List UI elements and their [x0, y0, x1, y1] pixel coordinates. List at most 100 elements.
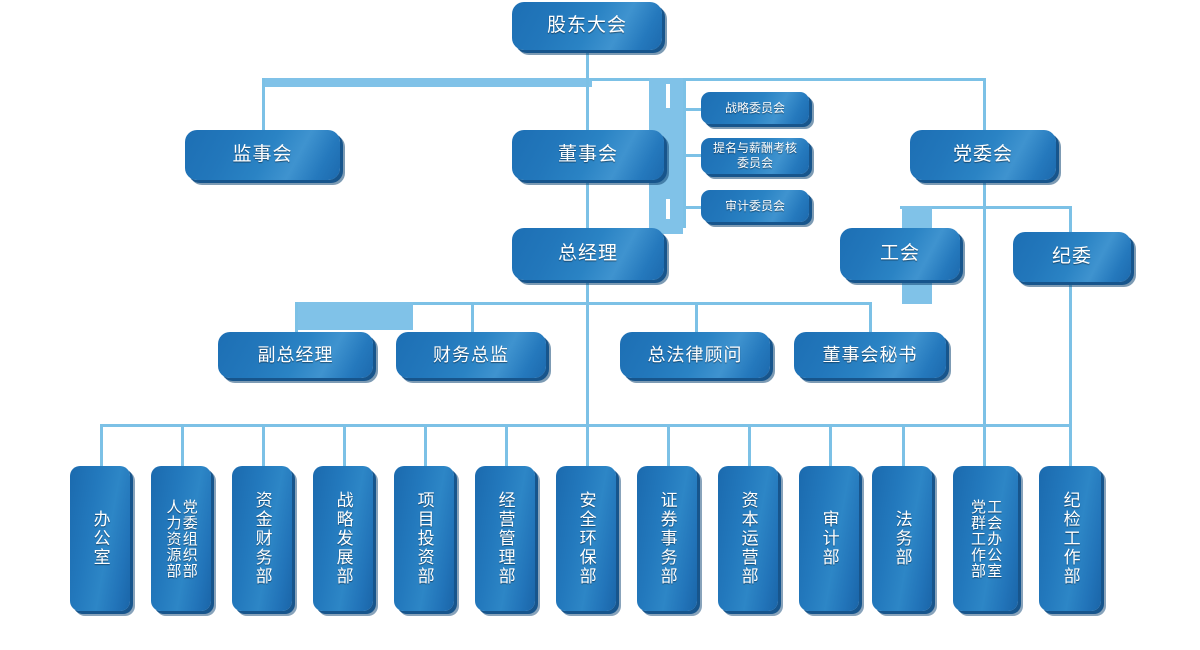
- connector-drop-cfo: [471, 302, 474, 332]
- node-label: 财务总监: [433, 344, 509, 365]
- node-label: 提名与薪酬考核 委员会: [713, 141, 797, 171]
- node-label: 总经理: [557, 243, 618, 265]
- connector-drop-supervisory: [262, 78, 265, 130]
- committee-spine-gap-2: [666, 199, 670, 219]
- department-label-wrap: 审计部: [819, 466, 839, 611]
- connector-discipline-long-vertical: [1069, 280, 1072, 425]
- department-label-wrap: 党委组织部人力资源部: [164, 466, 198, 611]
- node-general-manager[interactable]: 总经理: [512, 228, 664, 280]
- node-label: 董事会: [557, 144, 618, 166]
- node-nomination-compensation-committee[interactable]: 提名与薪酬考核 委员会: [701, 138, 809, 174]
- connector-drop-secretary: [869, 302, 872, 332]
- node-label: 工会: [879, 243, 920, 265]
- node-cfo[interactable]: 财务总监: [396, 332, 546, 378]
- department-label-column: 项目投资部: [414, 491, 434, 586]
- department-label-column: 党委组织部: [180, 498, 198, 579]
- department-label-wrap: 经营管理部: [496, 466, 515, 611]
- node-department-capital-operation[interactable]: 资本运营部: [718, 466, 778, 611]
- connector-dept-drop-13: [1069, 424, 1072, 466]
- connector-mid-bus-thick: [295, 302, 413, 330]
- connector-drop-discipline: [1069, 206, 1072, 232]
- node-label: 党委会: [952, 144, 1013, 166]
- connector-dept-drop-11: [902, 424, 905, 466]
- node-supervisory-board[interactable]: 监事会: [185, 130, 340, 180]
- node-label-line-1: 提名与薪酬考核: [712, 141, 797, 155]
- node-label: 监事会: [232, 144, 293, 166]
- department-label-column: 证券事务部: [657, 491, 677, 586]
- node-strategy-committee[interactable]: 战略委员会: [701, 92, 809, 124]
- node-party-committee[interactable]: 党委会: [910, 130, 1056, 180]
- connector-dept-drop-5: [424, 424, 427, 466]
- department-label-column: 战略发展部: [333, 491, 353, 586]
- department-label-column: 审计部: [819, 510, 839, 567]
- node-department-fund-finance[interactable]: 资金财务部: [232, 466, 292, 611]
- connector-stub-nomination: [683, 154, 701, 157]
- department-label-wrap: 项目投资部: [414, 466, 434, 611]
- node-deputy-general-manager[interactable]: 副总经理: [218, 332, 373, 378]
- node-department-union-office[interactable]: 工会办公室党群工作部: [953, 466, 1018, 611]
- connector-drop-party: [983, 78, 986, 130]
- node-department-audit-dept[interactable]: 审计部: [799, 466, 859, 611]
- connector-mid-bus: [295, 302, 871, 305]
- node-department-office[interactable]: 办公室: [70, 466, 130, 611]
- connector-stub-strategy: [683, 108, 701, 111]
- node-audit-committee[interactable]: 审计委员会: [701, 190, 809, 222]
- connector-dept-drop-9: [748, 424, 751, 466]
- node-department-party-org-hr[interactable]: 党委组织部人力资源部: [151, 466, 211, 611]
- node-board-of-directors[interactable]: 董事会: [512, 130, 664, 180]
- department-label-column: 安全环保部: [576, 491, 596, 586]
- node-department-strategy-dev[interactable]: 战略发展部: [313, 466, 373, 611]
- committee-spine-gap-1: [666, 84, 670, 108]
- connector-party-stem: [983, 182, 986, 208]
- connector-top-bus-right: [590, 78, 986, 81]
- department-label-column: 资金财务部: [252, 491, 272, 586]
- node-labor-union[interactable]: 工会: [840, 228, 960, 280]
- connector-dept-drop-4: [343, 424, 346, 466]
- node-department-safety-env[interactable]: 安全环保部: [556, 466, 616, 611]
- node-label: 纪委: [1051, 246, 1092, 268]
- department-label-column: 法务部: [892, 510, 912, 567]
- node-shareholders-meeting[interactable]: 股东大会: [512, 2, 662, 50]
- department-label-wrap: 战略发展部: [333, 466, 353, 611]
- connector-drop-board: [586, 78, 589, 130]
- connector-dept-drop-3: [262, 424, 265, 466]
- department-label-column: 党群工作部: [969, 498, 986, 579]
- connector-gm-stem: [586, 280, 589, 304]
- department-label-wrap: 工会办公室党群工作部: [969, 466, 1002, 611]
- department-label-wrap: 办公室: [91, 466, 110, 611]
- connector-gm-long-vertical: [586, 302, 589, 425]
- connector-board-to-gm: [586, 182, 589, 228]
- department-label-wrap: 纪检工作部: [1060, 466, 1080, 611]
- department-label-wrap: 资金财务部: [252, 466, 272, 611]
- connector-dept-drop-8: [667, 424, 670, 466]
- node-department-securities-affairs[interactable]: 证券事务部: [637, 466, 697, 611]
- node-discipline-committee[interactable]: 纪委: [1013, 232, 1131, 282]
- department-label-wrap: 安全环保部: [576, 466, 596, 611]
- node-department-operations-mgmt[interactable]: 经营管理部: [475, 466, 535, 611]
- connector-top-bus-thick: [262, 78, 592, 87]
- department-label-column: 资本运营部: [738, 491, 758, 586]
- connector-committee-spine: [683, 78, 686, 228]
- department-label-wrap: 证券事务部: [657, 466, 677, 611]
- connector-party-long-vertical: [983, 206, 986, 425]
- node-label: 总法律顾问: [647, 344, 743, 365]
- node-label: 董事会秘书: [822, 344, 918, 365]
- node-department-project-invest[interactable]: 项目投资部: [394, 466, 454, 611]
- node-department-legal-dept[interactable]: 法务部: [872, 466, 932, 611]
- node-label-line-2: 委员会: [736, 156, 773, 170]
- node-general-counsel[interactable]: 总法律顾问: [620, 332, 770, 378]
- connector-stub-audit: [683, 206, 701, 209]
- department-label-wrap: 资本运营部: [738, 466, 758, 611]
- node-department-discipline-work[interactable]: 纪检工作部: [1039, 466, 1101, 611]
- department-label-column: 人力资源部: [164, 498, 182, 579]
- department-label-column: 纪检工作部: [1060, 491, 1080, 586]
- connector-party-bus: [900, 206, 1072, 209]
- connector-dept-drop-7: [586, 424, 589, 466]
- department-label-wrap: 法务部: [892, 466, 912, 611]
- connector-drop-counsel: [695, 302, 698, 332]
- node-board-secretary[interactable]: 董事会秘书: [794, 332, 946, 378]
- connector-dept-drop-10: [829, 424, 832, 466]
- node-label: 战略委员会: [724, 100, 785, 115]
- connector-dept-drop-2: [181, 424, 184, 466]
